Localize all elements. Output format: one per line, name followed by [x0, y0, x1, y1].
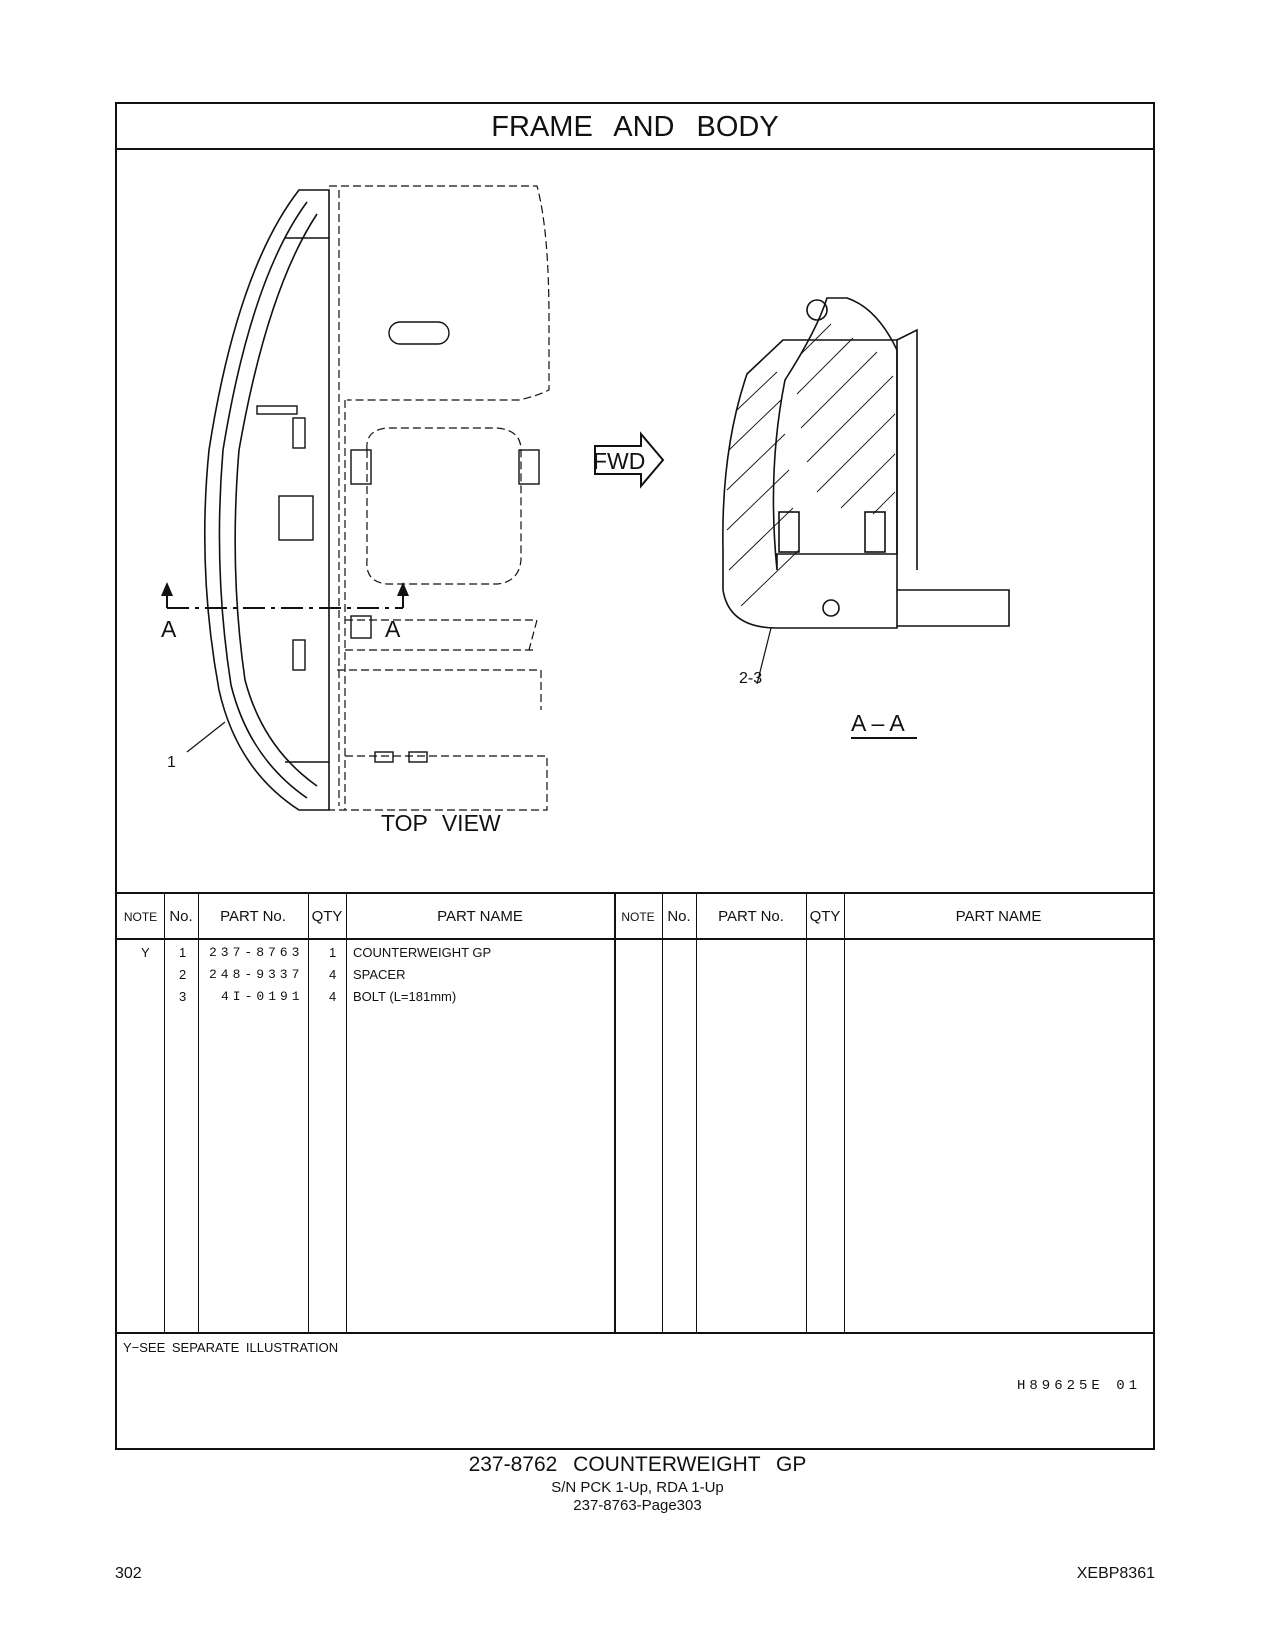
column-divider	[696, 894, 697, 1332]
top-view-counterweight	[203, 189, 330, 811]
header-part-no: PART No.	[220, 908, 286, 925]
caption-title: 237-8762 COUNTERWEIGHT GP	[468, 1453, 807, 1476]
column-divider	[164, 894, 165, 1332]
column-divider	[844, 894, 845, 1332]
header-part-no-2: PART No.	[718, 908, 784, 925]
header-part-name-2: PART NAME	[955, 908, 1042, 925]
section-arrow-right-icon	[397, 582, 409, 596]
header-qty-2: QTY	[809, 908, 841, 925]
section-line-a-a	[166, 586, 404, 609]
column-divider	[308, 894, 309, 1332]
header-part-name: PART NAME	[437, 908, 523, 925]
footnote-area: Y−SEE SEPARATE ILLUSTRATION H89625E 01	[117, 1332, 1153, 1448]
cell-part-no: 237-8763	[209, 945, 304, 960]
cell-qty: 4	[329, 989, 337, 1004]
cell-part-no: 248-9337	[209, 967, 304, 982]
header-note: NOTE	[123, 910, 158, 924]
section-marker-left: A	[161, 616, 177, 642]
cell-part-name: SPACER	[353, 967, 406, 982]
caption-serial: S/N PCK 1-Up, RDA 1-Up	[551, 1479, 724, 1496]
header-no-2: No.	[667, 908, 691, 925]
cell-qty: 1	[329, 945, 337, 960]
section-marker-right: A	[385, 616, 401, 642]
top-view-label: TOP VIEW	[381, 810, 501, 836]
column-divider	[346, 894, 347, 1332]
column-divider	[806, 894, 807, 1332]
cell-part-name: BOLT (L=181mm)	[353, 989, 457, 1004]
column-divider-center	[614, 894, 616, 1332]
page-number: 302	[115, 1565, 142, 1582]
callout-2-3: 2-3	[739, 670, 763, 687]
column-divider	[662, 894, 663, 1332]
section-hatching	[726, 323, 896, 607]
cell-qty: 4	[329, 967, 337, 982]
counterweight-drawing	[161, 185, 1010, 811]
parts-page-frame: FRAME AND BODY	[115, 102, 1155, 1450]
doc-code: XEBP8361	[1076, 1565, 1155, 1582]
header-qty: QTY	[311, 908, 343, 925]
cell-no: 3	[179, 989, 187, 1004]
section-view-counterweight	[722, 297, 1010, 629]
header-no: No.	[169, 908, 193, 925]
cell-no: 1	[179, 945, 187, 960]
callout-1: 1	[167, 754, 176, 771]
illustration-area: FWD A A 1 2-3 A – A TOP VIEW	[117, 150, 1153, 894]
illustration-code: H89625E 01	[1016, 1378, 1141, 1394]
cell-part-no: 4I-0191	[221, 989, 304, 1004]
parts-table-header: NOTE No. PART No. QTY PART NAME NOTE No.…	[117, 894, 1153, 940]
fwd-label: FWD	[593, 448, 646, 474]
fwd-arrow-icon	[594, 431, 665, 489]
header-note-2: NOTE	[621, 910, 655, 924]
cell-no: 2	[179, 967, 187, 982]
column-divider	[198, 894, 199, 1332]
table-row: 3 4I-0191 4 BOLT (L=181mm)	[117, 986, 1153, 1008]
section-title: FRAME AND BODY	[117, 104, 1153, 150]
table-row: Y 1 237-8763 1 COUNTERWEIGHT GP	[117, 942, 1153, 964]
table-row: 2 248-9337 4 SPACER	[117, 964, 1153, 986]
caption-ref: 237-8763-Page303	[573, 1497, 702, 1514]
leader-line-1	[186, 721, 226, 753]
cell-note: Y	[141, 945, 150, 960]
section-arrow-left-icon	[161, 582, 173, 596]
leader-line-2-3	[756, 627, 772, 685]
footnote: Y−SEE SEPARATE ILLUSTRATION	[123, 1340, 339, 1355]
top-view-details	[256, 321, 540, 763]
top-view-frame	[329, 185, 550, 811]
cell-part-name: COUNTERWEIGHT GP	[353, 945, 492, 960]
section-view-label: A – A	[851, 710, 905, 736]
parts-table-body: Y 1 237-8763 1 COUNTERWEIGHT GP 2 248-93…	[117, 940, 1153, 1332]
